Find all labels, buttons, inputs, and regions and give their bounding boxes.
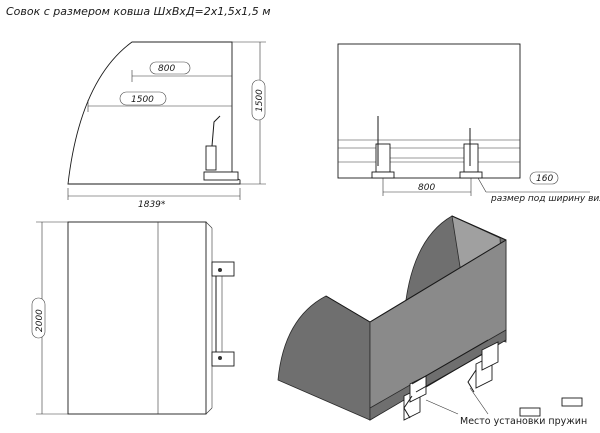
top-dim-left: 2000 <box>35 309 45 332</box>
front-view: 800 160 размер под ширину вилы <box>337 43 600 204</box>
side-view-body <box>67 41 241 185</box>
front-view-body <box>337 43 521 179</box>
side-dim-middle: 1500 <box>131 95 154 105</box>
iso-fork-brackets <box>403 339 583 421</box>
front-dim-bottom: 800 <box>418 183 435 193</box>
top-view-body <box>67 221 207 415</box>
isometric-view: Место установки пружин <box>277 215 587 427</box>
side-dim-top: 800 <box>158 64 175 74</box>
side-dim-height: 1500 <box>255 89 265 112</box>
side-dim-bottom: 1839* <box>138 200 166 210</box>
front-callout-note: размер под ширину вилы <box>490 194 600 204</box>
top-view: 2000 <box>31 221 235 415</box>
front-dim-callout: 160 <box>536 174 553 184</box>
iso-spring-note: Место установки пружин <box>460 416 587 427</box>
drawing-title: Совок с размером ковша ШхВхД=2х1,5х1,5 м <box>6 5 271 18</box>
side-view: 800 1500 1839* 1500 <box>67 41 266 210</box>
side-view-mount <box>205 145 217 171</box>
